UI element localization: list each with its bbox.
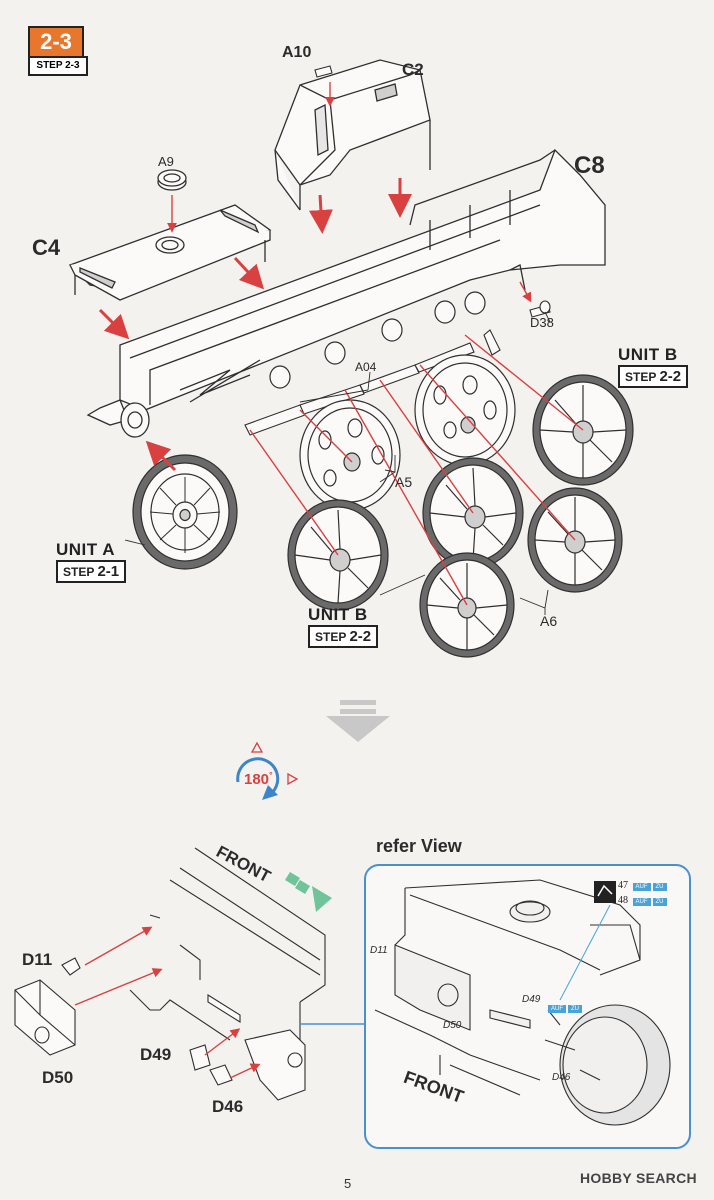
unit-b-bottom-title: UNIT B (308, 605, 368, 624)
part-d50 (14, 979, 76, 1056)
unit-b-bottom-step-number: 2-2 (349, 628, 372, 645)
page-number: 5 (344, 1176, 352, 1191)
front-arrow-left (285, 872, 332, 912)
unit-b-right-step-label: STEP (625, 370, 657, 384)
label-a6: A6 (540, 613, 558, 629)
label-d46-left: D46 (212, 1097, 244, 1116)
step-sub-label: STEP (36, 60, 63, 71)
part-a9-ring (157, 169, 187, 191)
hull-c8 (86, 148, 606, 438)
label-d46-refer: D46 (552, 1072, 571, 1083)
unit-b-bottom-step-label: STEP (315, 630, 347, 644)
unit-b-right-title: UNIT B (618, 345, 678, 364)
label-d50-refer: D50 (443, 1020, 462, 1031)
rotate-180-icon (236, 741, 299, 800)
legend-47-zu: ZU (652, 883, 667, 891)
label-a04: A04 (355, 360, 377, 374)
unit-a-sprocket (132, 454, 238, 570)
legend-icon (594, 881, 616, 903)
part-a10 (314, 65, 333, 78)
step-sub-number: 2-3 (65, 60, 80, 71)
hull-hubs (269, 291, 486, 389)
refer-view-drawing (374, 879, 671, 1126)
step-badge: 2-3 (28, 26, 84, 58)
axles (244, 304, 551, 436)
watermark: HOBBY SEARCH (580, 1170, 697, 1186)
unit-a-title: UNIT A (56, 540, 116, 559)
rotate-value: 180 (244, 771, 270, 788)
detail-hull-side (129, 847, 326, 1101)
label-d38: D38 (530, 315, 554, 330)
legend-pointer (559, 904, 611, 1001)
label-c2: C2 (402, 60, 424, 79)
part-d11 (61, 957, 81, 976)
label-d11-left: D11 (22, 950, 53, 969)
rotate-180-label: 180° (244, 770, 273, 788)
unit-b-bottom-callout: UNIT B STEP 2-2 (308, 605, 379, 648)
down-arrow (326, 700, 390, 742)
legend-48-zu: ZU (652, 898, 667, 906)
label-a10: A10 (282, 44, 312, 61)
lower-arrows (74, 926, 261, 1079)
label-d11-refer: D11 (370, 945, 388, 956)
unit-b-right-step-number: 2-2 (659, 368, 682, 385)
unit-b-bottom-step: STEP 2-2 (308, 625, 379, 648)
unit-a-step-number: 2-1 (97, 563, 120, 580)
unit-b-right-callout: UNIT B STEP 2-2 (618, 345, 689, 388)
legend-47-auf: AUF (632, 883, 651, 891)
unit-a-step-label: STEP (63, 565, 95, 579)
step-sub-badge: STEP 2-3 (28, 56, 88, 76)
label-d49-left: D49 (140, 1045, 172, 1064)
assembly-arrows (98, 82, 584, 606)
unit-b-right-step: STEP 2-2 (618, 365, 689, 388)
rotate-unit: ° (269, 770, 273, 780)
unit-a-step: STEP 2-1 (56, 560, 127, 583)
label-a5: A5 (395, 474, 413, 490)
label-a9: A9 (158, 154, 174, 169)
unit-a-callout: UNIT A STEP 2-1 (56, 540, 127, 583)
leader-lines (124, 311, 551, 615)
refer-tag-auf: AUF (548, 1005, 566, 1013)
label-c4: C4 (32, 235, 61, 260)
legend-47-num: 47 (618, 880, 628, 891)
part-c4-plate (68, 204, 272, 301)
legend-48-num: 48 (618, 895, 628, 906)
label-d49-refer: D49 (522, 994, 541, 1005)
refer-tag-zu: ZU (568, 1005, 582, 1013)
label-c8: C8 (574, 152, 605, 179)
part-d49-d46 (189, 1044, 233, 1086)
legend-48-auf: AUF (632, 898, 651, 906)
part-c2-box (274, 59, 431, 211)
label-d50-left: D50 (42, 1068, 74, 1087)
part-d38 (539, 300, 551, 314)
refer-view-title: refer View (376, 836, 462, 856)
